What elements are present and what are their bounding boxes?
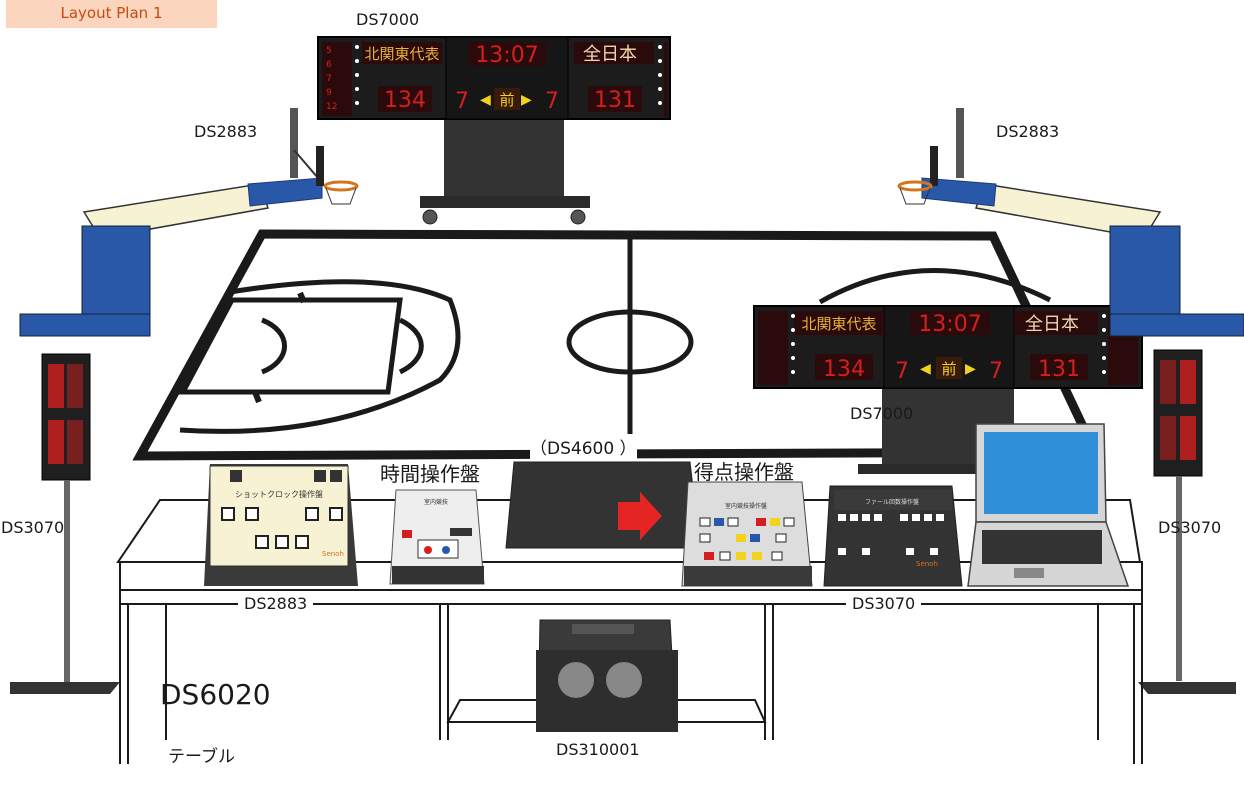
home-fouls-right: 7	[895, 359, 909, 384]
shot-clock-tower-right	[1138, 349, 1236, 694]
label-ds3070-table: DS3070	[846, 594, 922, 613]
home-fouls: 7	[455, 89, 469, 114]
score-operation-panel: 室内競技操作盤	[681, 481, 813, 587]
label-table: テーブル	[168, 747, 235, 767]
away-team-name-right: 全日本	[1025, 314, 1079, 335]
home-player-3: 7	[326, 74, 332, 84]
svg-text:◀: ◀	[920, 361, 931, 377]
home-player-5: 12	[326, 102, 337, 112]
ds310001-unit	[536, 619, 678, 732]
foul-panel-title: ファール回数操作盤	[865, 498, 919, 506]
home-player-2: 6	[326, 60, 332, 70]
label-time-panel: 時間操作盤	[380, 462, 480, 486]
svg-text:▶: ▶	[521, 92, 532, 108]
label-ds3070-left: DS3070	[1, 518, 65, 537]
away-team-name: 全日本	[583, 44, 637, 65]
home-team-name-right: 北関東代表	[801, 315, 876, 333]
layout-plan-tab[interactable]: Layout Plan 1	[6, 0, 217, 28]
ds4600-unit	[505, 461, 701, 549]
shot-clock-tower-left	[10, 353, 120, 694]
game-clock-right: 13:07	[918, 312, 981, 337]
period-indicator-right: 前	[941, 360, 956, 378]
shot-clock-panel-title: ショットクロック操作盤	[235, 489, 323, 499]
away-score: 131	[594, 88, 636, 113]
time-panel-title: 室内競技	[424, 498, 448, 506]
laptop-computer	[967, 423, 1130, 587]
shot-clock-operation-panel: ショットクロック操作盤 Senoh	[204, 464, 358, 586]
score-panel-title: 室内競技操作盤	[725, 502, 767, 510]
home-score-right: 134	[823, 357, 865, 382]
foul-count-operation-panel: ファール回数操作盤 Senoh	[823, 485, 963, 587]
label-ds310001: DS310001	[556, 740, 640, 759]
away-fouls-right: 7	[989, 359, 1003, 384]
label-ds2883-table: DS2883	[238, 594, 314, 613]
game-clock: 13:07	[475, 43, 538, 68]
home-score: 134	[384, 88, 426, 113]
brand-logo-2: Senoh	[916, 560, 938, 568]
basketball-court	[132, 229, 1103, 461]
label-ds2883-left: DS2883	[194, 122, 258, 141]
label-ds6020: DS6020	[160, 678, 271, 711]
label-ds2883-right: DS2883	[996, 122, 1060, 141]
label-score-panel: 得点操作盤	[694, 460, 794, 484]
brand-logo-1: Senoh	[322, 550, 344, 558]
away-fouls: 7	[545, 89, 559, 114]
svg-text:▶: ▶	[965, 361, 976, 377]
scoreboard-top: 北関東代表 全日本 13:07 134 131 7 7 ◀ ▶ 前 5 6 7 …	[317, 36, 671, 225]
label-ds7000-top: DS7000	[356, 10, 420, 29]
label-ds7000-right: DS7000	[850, 404, 914, 423]
basket-goal-left	[19, 108, 359, 337]
away-score-right: 131	[1038, 357, 1080, 382]
basket-goal-right	[897, 108, 1244, 337]
period-indicator: 前	[499, 91, 514, 109]
svg-text:◀: ◀	[480, 92, 491, 108]
label-ds4600: （DS4600 ）	[530, 434, 637, 459]
label-ds3070-right: DS3070	[1158, 518, 1222, 537]
home-player-4: 9	[326, 88, 332, 98]
home-team-name: 北関東代表	[364, 45, 439, 63]
home-player-1: 5	[326, 46, 332, 56]
time-operation-panel: 室内競技	[389, 489, 485, 585]
